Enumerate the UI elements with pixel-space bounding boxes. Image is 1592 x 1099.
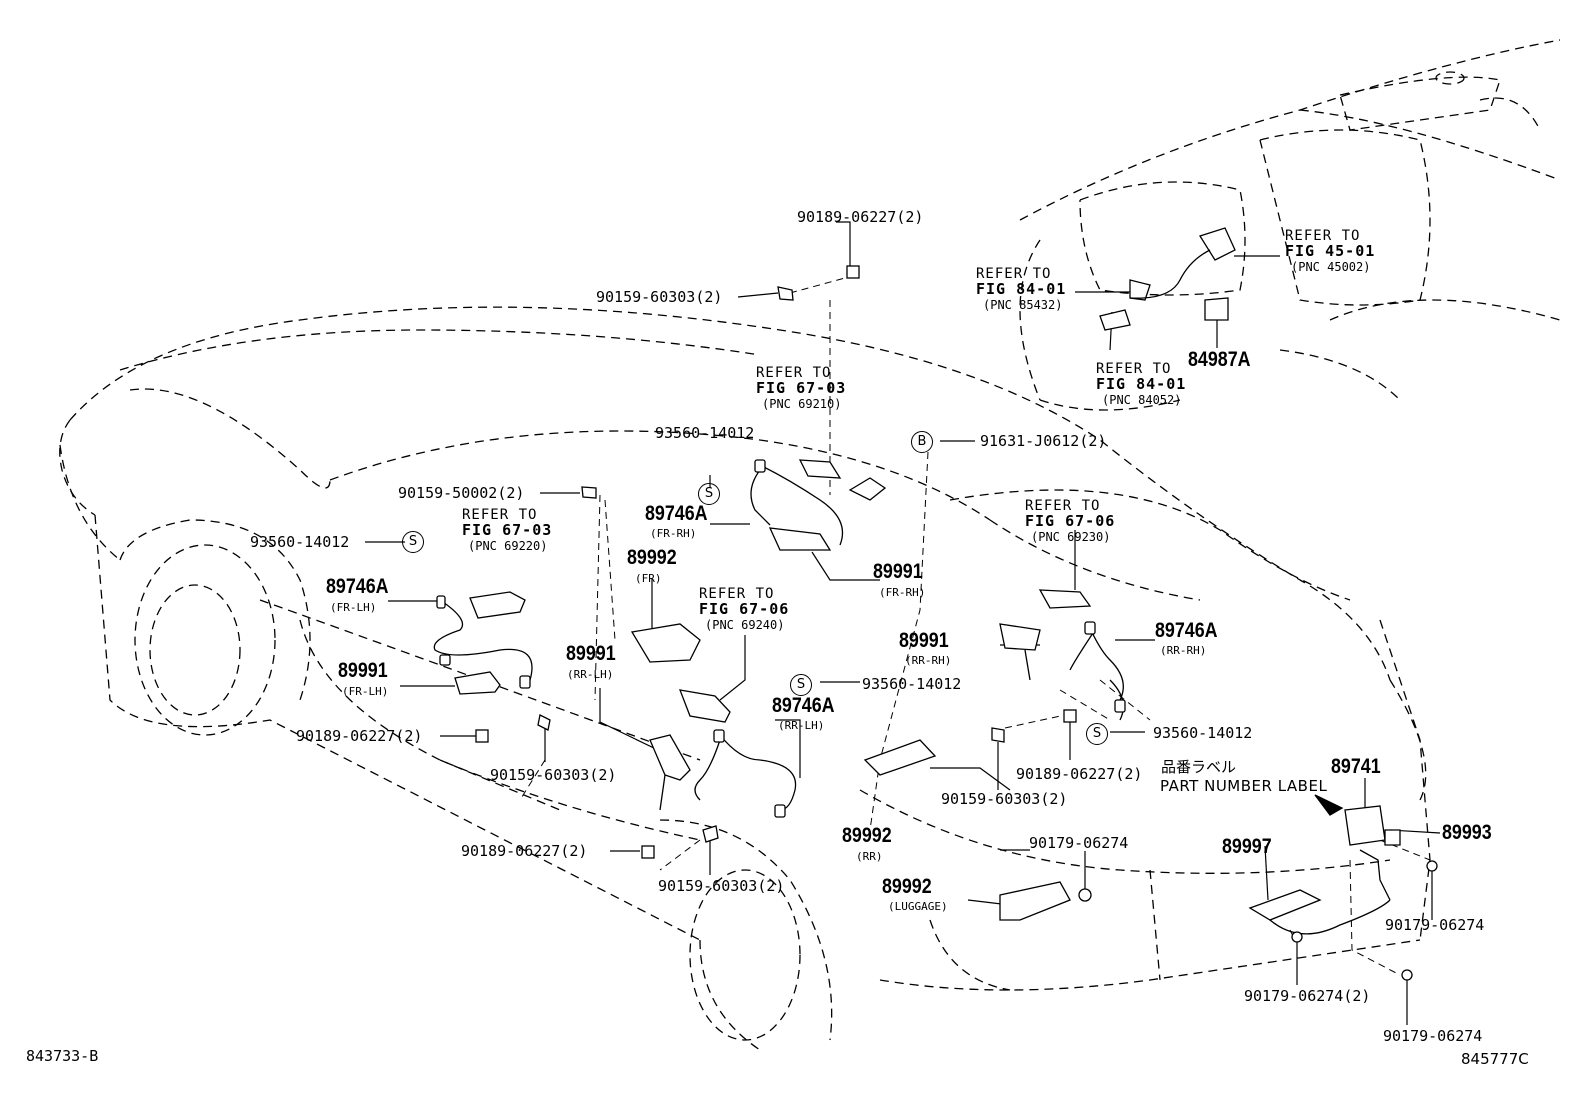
refer-pnc: (PNC 69220) xyxy=(468,539,548,553)
refer-fig: FIG 67-06 xyxy=(699,600,790,618)
refer-label: REFER TO xyxy=(699,586,775,602)
part-sub-label: (RR-RH) xyxy=(905,654,952,667)
part-89993: 89993 xyxy=(1442,821,1492,844)
assembly-lines xyxy=(519,277,1431,976)
part-90189-bottom: 90189-06227(2) xyxy=(461,842,588,860)
part-90189-right: 90189-06227(2) xyxy=(1016,765,1143,783)
s-symbol: S xyxy=(402,531,424,553)
part-91631: 91631-J0612(2) xyxy=(980,432,1107,450)
refer-label: REFER TO xyxy=(1096,361,1172,377)
refer-pnc: (PNC 69210) xyxy=(762,397,842,411)
figure-code-left: 843733-B xyxy=(26,1047,99,1065)
refer-label: REFER TO xyxy=(976,266,1052,282)
part-sub-label: (FR-LH) xyxy=(342,685,389,698)
figure-code-right: 845777C xyxy=(1461,1050,1529,1068)
refer-fig: FIG 84-01 xyxy=(1096,375,1187,393)
part-89991-fr-rh: 89991 xyxy=(873,560,923,583)
part-90189-left: 90189-06227(2) xyxy=(296,727,423,745)
refer-label: REFER TO xyxy=(756,365,832,381)
part-number-label-jp: 品番ラベル xyxy=(1161,758,1237,776)
part-number-label-en: PART NUMBER LABEL xyxy=(1160,777,1328,795)
part-93560-right: 93560-14012 xyxy=(1153,724,1253,742)
part-89746A-fr-rh: 89746A xyxy=(645,502,708,525)
refer-label: REFER TO xyxy=(1025,498,1101,514)
part-89746A-rr-rh: 89746A xyxy=(1155,619,1218,642)
part-93560-top: 93560-14012 xyxy=(655,424,755,442)
part-sub-label: (FR-LH) xyxy=(330,601,377,614)
refer-fig: FIG 84-01 xyxy=(976,280,1067,298)
part-90179-bottom: 90179-06274 xyxy=(1383,1027,1483,1045)
refer-fig: FIG 67-06 xyxy=(1025,512,1116,530)
part-90189-top: 90189-06227(2) xyxy=(797,208,924,226)
part-90159-bottom: 90159-60303(2) xyxy=(658,877,785,895)
part-90159-50002: 90159-50002(2) xyxy=(398,484,525,502)
part-93560-mid: 93560-14012 xyxy=(862,675,962,693)
part-sub-label: (RR-LH) xyxy=(567,668,614,681)
refer-label: REFER TO xyxy=(462,507,538,523)
part-89746A-rr-lh: 89746A xyxy=(772,694,835,717)
part-90159-left: 90159-60303(2) xyxy=(490,766,617,784)
part-89992-rr: 89992 xyxy=(842,824,892,847)
part-sub-label: (FR) xyxy=(635,572,662,585)
car-body-outline xyxy=(59,39,1561,1051)
part-89741: 89741 xyxy=(1331,755,1381,778)
refer-pnc: (PNC 69230) xyxy=(1031,530,1111,544)
refer-pnc: (PNC 69240) xyxy=(705,618,785,632)
part-90179-right: 90179-06274 xyxy=(1385,916,1485,934)
refer-fig: FIG 67-03 xyxy=(462,521,553,539)
part-89992-fr: 89992 xyxy=(627,546,677,569)
s-symbol: S xyxy=(698,483,720,505)
part-sub-label: (RR-LH) xyxy=(778,719,825,732)
part-89991-rr-lh: 89991 xyxy=(566,642,616,665)
part-90159-top: 90159-60303(2) xyxy=(596,288,723,306)
part-sub-label: (RR-RH) xyxy=(1160,644,1207,657)
part-sub-label: (FR-RH) xyxy=(879,586,926,599)
part-93560-left: 93560-14012 xyxy=(250,533,350,551)
b-symbol: B xyxy=(911,431,933,453)
part-89997: 89997 xyxy=(1222,835,1272,858)
part-84987A: 84987A xyxy=(1188,348,1251,371)
refer-pnc: (PNC 45002) xyxy=(1291,260,1371,274)
part-drawings xyxy=(433,227,1438,981)
part-90179-mid: 90179-06274 xyxy=(1029,834,1129,852)
part-90179-bottom2: 90179-06274(2) xyxy=(1244,987,1371,1005)
refer-fig: FIG 45-01 xyxy=(1285,242,1376,260)
s-symbol: S xyxy=(1086,723,1108,745)
part-89991-rr-rh: 89991 xyxy=(899,629,949,652)
part-89991-fr-lh: 89991 xyxy=(338,659,388,682)
part-90159-right: 90159-60303(2) xyxy=(941,790,1068,808)
refer-pnc: (PNC 85432) xyxy=(983,298,1063,312)
part-89992-luggage: 89992 xyxy=(882,875,932,898)
refer-label: REFER TO xyxy=(1285,228,1361,244)
refer-fig: FIG 67-03 xyxy=(756,379,847,397)
s-symbol: S xyxy=(790,674,812,696)
part-89746A-fr-lh: 89746A xyxy=(326,575,389,598)
part-sub-label: (LUGGAGE) xyxy=(888,900,948,913)
refer-pnc: (PNC 84052) xyxy=(1102,393,1182,407)
part-sub-label: (RR) xyxy=(856,850,883,863)
part-sub-label: (FR-RH) xyxy=(650,527,697,540)
